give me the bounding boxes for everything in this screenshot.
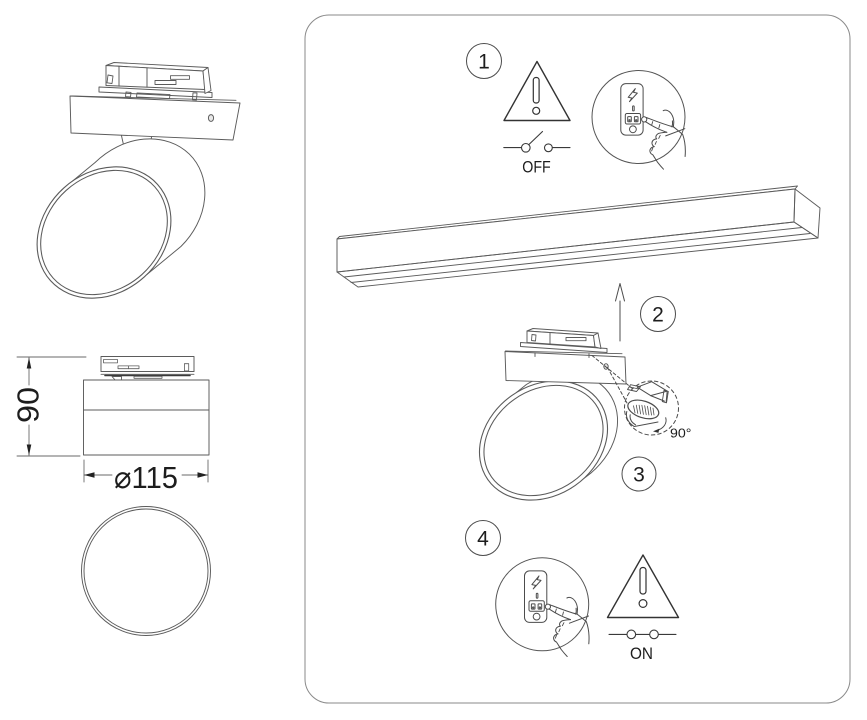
svg-text:3: 3 <box>633 464 645 487</box>
svg-text:⌀115: ⌀115 <box>114 460 178 495</box>
svg-text:2: 2 <box>652 304 664 327</box>
svg-text:4: 4 <box>477 528 489 551</box>
svg-text:OFF: OFF <box>522 157 551 176</box>
svg-text:90: 90 <box>11 387 46 423</box>
svg-text:ON: ON <box>630 644 653 663</box>
svg-text:1: 1 <box>478 51 490 74</box>
svg-text:90°: 90° <box>670 426 692 441</box>
